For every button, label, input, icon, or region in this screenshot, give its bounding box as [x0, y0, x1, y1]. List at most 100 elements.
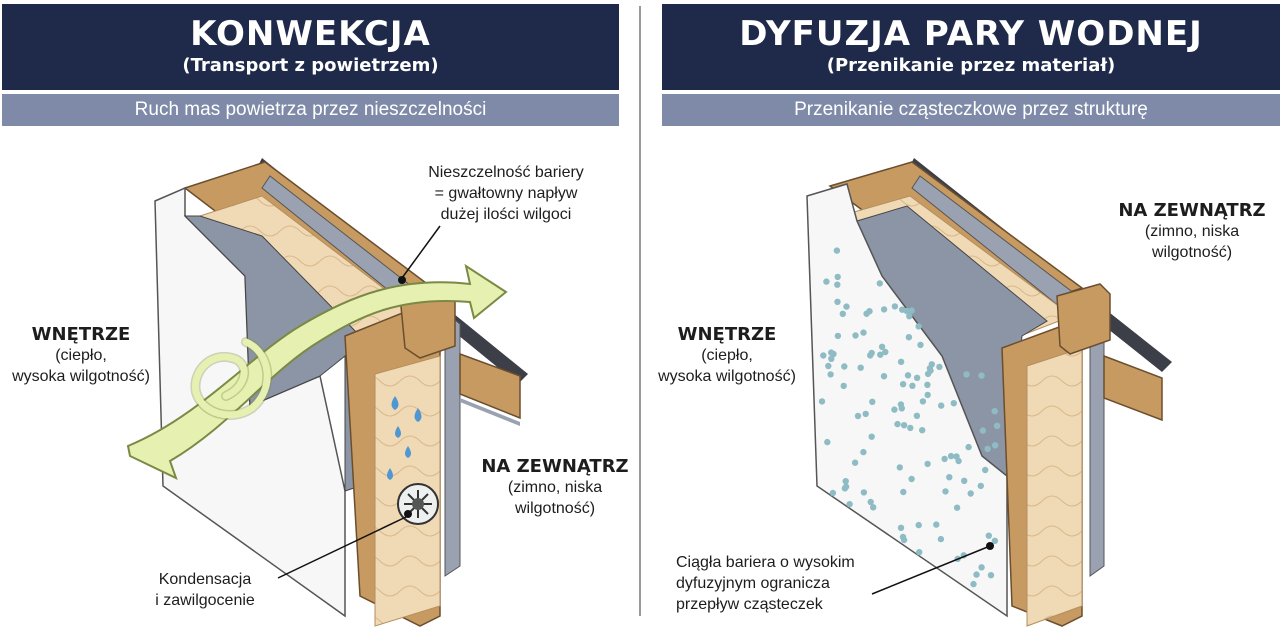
vapor-molecule	[834, 273, 841, 281]
diffusion-banner: DYFUZJA PARY WODNEJ (Przenikanie przez m…	[662, 4, 1280, 90]
vapor-molecule	[863, 310, 870, 317]
vapor-molecule	[827, 371, 834, 378]
vapor-molecule	[928, 361, 935, 368]
convection-panel: KONWEKCJA (Transport z powietrzem) Ruch …	[0, 0, 638, 628]
inside-label: WNĘTRZE (ciepło, wysoka wilgotność)	[642, 324, 812, 387]
outside-desc-line1: (zimno, niska	[507, 479, 603, 496]
vapor-molecule	[870, 504, 877, 511]
vapor-molecule	[880, 373, 888, 380]
vapor-molecule	[841, 363, 848, 370]
vapor-molecule	[840, 382, 847, 390]
air-swirl-core	[191, 338, 271, 419]
vapor-molecule	[868, 349, 875, 357]
convection-banner: KONWEKCJA (Transport z powietrzem)	[2, 4, 619, 90]
diffusion-title: DYFUZJA PARY WODNEJ	[739, 14, 1203, 54]
vapor-molecule	[842, 478, 849, 485]
vapor-molecule	[937, 535, 945, 543]
outside-label: NA ZEWNĄTRZ (zimno, niska wilgotność)	[480, 456, 630, 519]
vapor-molecule	[894, 420, 901, 428]
inside-title: WNĘTRZE	[31, 324, 131, 345]
vapor-molecule	[950, 400, 957, 407]
vapor-molecule	[987, 572, 995, 579]
vapor-molecule	[965, 443, 972, 451]
vapor-molecule	[862, 410, 869, 418]
condensation-line1: Kondensacja	[158, 571, 252, 588]
vapor-molecule	[904, 372, 912, 379]
vapor-molecule	[953, 453, 960, 460]
vapor-molecule	[917, 341, 924, 349]
vapor-molecule	[843, 303, 850, 310]
vapor-molecule	[882, 348, 889, 356]
vapor-molecule	[993, 422, 1001, 429]
vapor-molecule	[823, 278, 830, 285]
insulation-cavity	[1026, 347, 1083, 627]
vapor-molecule	[877, 351, 884, 358]
vapor-molecule	[907, 424, 914, 432]
vapor-molecule	[860, 448, 867, 456]
vapor-molecule	[828, 355, 835, 362]
vapor-molecule	[991, 408, 998, 415]
vapor-molecule	[908, 475, 915, 483]
vapor-molecule	[880, 306, 888, 313]
convection-title: KONWEKCJA	[190, 14, 431, 54]
outside-desc-line2: wilgotność)	[514, 500, 596, 517]
air-flow-arrow-icon	[126, 263, 508, 480]
vapor-molecule	[899, 533, 907, 541]
outside-title: NA ZEWNĄTRZ	[1118, 200, 1266, 221]
barrier-callout-line2: dyfuzyjnym ogranicza	[676, 575, 830, 592]
water-droplet-icon	[405, 446, 411, 458]
inside-desc-line1: (ciepło,	[701, 347, 753, 364]
vapor-molecule	[876, 280, 883, 287]
vapor-molecule	[846, 501, 853, 508]
barrier-callout-line3: przepływ cząsteczek	[676, 596, 823, 613]
vapor-molecule	[820, 352, 827, 359]
vapor-molecule	[953, 504, 961, 511]
callout-line-top	[401, 225, 441, 279]
vapor-molecule	[868, 433, 875, 440]
water-droplet-icon	[395, 426, 401, 438]
vapor-molecule	[977, 482, 984, 490]
vapor-molecule	[867, 498, 874, 506]
vapor-molecule	[973, 571, 980, 578]
vapor-molecules	[818, 247, 1001, 588]
diffusion-panel: DYFUZJA PARY WODNEJ (Przenikanie przez m…	[642, 0, 1280, 628]
vapor-molecule	[878, 343, 886, 350]
water-droplet-icon	[414, 408, 422, 422]
barrier-callout-line1: Ciągła bariera o wysokim	[676, 554, 855, 571]
vapor-molecule	[860, 489, 868, 496]
panel-divider	[639, 6, 641, 616]
leak-callout-line2: = gwałtowny napływ	[434, 185, 578, 202]
inside-desc-line2: wysoka wilgotność)	[658, 368, 796, 385]
vapor-molecule	[946, 474, 953, 481]
bracket	[460, 398, 520, 426]
vapor-molecule	[824, 438, 831, 446]
inside-title: WNĘTRZE	[677, 324, 777, 345]
outside-desc-line2: wilgotność)	[1151, 244, 1233, 261]
barrier-callout: Ciągła bariera o wysokim dyfuzyjnym ogra…	[676, 552, 876, 615]
vapor-molecule	[834, 281, 841, 288]
vapor-molecule	[897, 524, 905, 531]
vapor-molecule	[839, 310, 846, 317]
callout-dot-top	[398, 276, 406, 284]
vapor-molecule	[899, 381, 907, 388]
vapor-molecule	[915, 521, 922, 529]
vapor-molecule	[857, 364, 864, 371]
vapor-molecule	[984, 445, 991, 453]
condensation-line2: i zawilgocenie	[155, 592, 255, 609]
callout-dot-bottom	[404, 510, 412, 518]
vapor-molecule	[828, 349, 835, 356]
diffusion-subbar: Przenikanie cząsteczkowe przez strukturę	[662, 94, 1280, 126]
inside-label: WNĘTRZE (ciepło, wysoka wilgotność)	[0, 324, 162, 387]
vapor-molecule	[891, 406, 898, 413]
inside-desc-line2: wysoka wilgotność)	[12, 368, 150, 385]
outside-title: NA ZEWNĄTRZ	[481, 456, 629, 477]
vapor-molecule	[942, 488, 949, 495]
vapor-molecule	[906, 313, 913, 320]
barrier-callout-dot	[986, 542, 994, 550]
diffusion-subtitle: (Przenikanie przez materiał)	[826, 55, 1116, 76]
sheathing	[261, 175, 461, 577]
vapor-molecule	[891, 303, 899, 310]
vapor-molecule	[970, 580, 977, 588]
vapor-molecule	[833, 247, 841, 254]
vapor-molecule	[903, 307, 910, 315]
